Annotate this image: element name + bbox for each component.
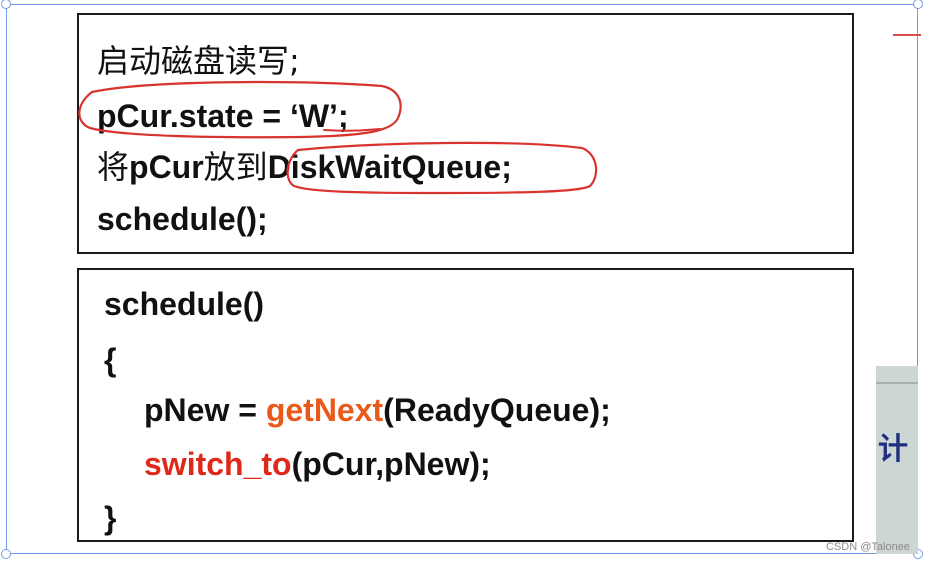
code-line-schedule-def: schedule() <box>104 286 265 322</box>
code-token-pnew-assign: pNew = <box>144 392 266 428</box>
resize-handle-top-right[interactable] <box>913 0 923 9</box>
code-line-switch-to: switch_to(pCur,pNew); <box>144 448 491 480</box>
resize-handle-bottom-left[interactable] <box>1 549 11 559</box>
code-box-bottom: schedule() { pNew = getNext(ReadyQueue);… <box>77 268 854 542</box>
code-line-open-brace: { <box>104 342 117 378</box>
code-token-diskwaitqueue: DiskWaitQueue; <box>267 149 512 185</box>
code-token-readyqueue-arg: (ReadyQueue); <box>383 392 611 428</box>
code-line-set-state: pCur.state = ‘W’; <box>97 98 349 134</box>
code-line-move-to-queue: 将pCur放到DiskWaitQueue; <box>97 151 512 183</box>
code-token-cjk-fangdao: 放到 <box>203 148 268 186</box>
code-token-switch-to: switch_to <box>144 446 292 482</box>
selection-frame[interactable] <box>6 4 918 554</box>
slide-edge-red-mark <box>893 34 921 36</box>
csdn-watermark: CSDN @Talonee <box>826 541 910 553</box>
code-token-cjk-jiang: 将 <box>97 148 130 186</box>
code-line-get-next: pNew = getNext(ReadyQueue); <box>144 394 611 426</box>
strip-divider <box>876 382 918 384</box>
resize-handle-top-left[interactable] <box>1 0 11 9</box>
code-line-schedule-call: schedule(); <box>97 201 268 237</box>
strip-partial-char: 计 <box>878 432 908 467</box>
code-line-close-brace: } <box>104 500 117 536</box>
code-token-pcur: pCur <box>129 149 204 185</box>
code-line-start-disk: 启动磁盘读写; <box>97 42 300 80</box>
code-box-top: 启动磁盘读写; pCur.state = ‘W’; 将pCur放到DiskWai… <box>77 13 854 254</box>
resize-handle-bottom-right[interactable] <box>913 549 923 559</box>
code-token-getnext: getNext <box>265 392 384 428</box>
code-token-switch-args: (pCur,pNew); <box>291 446 491 482</box>
background-slide-strip: 计 <box>876 366 918 554</box>
